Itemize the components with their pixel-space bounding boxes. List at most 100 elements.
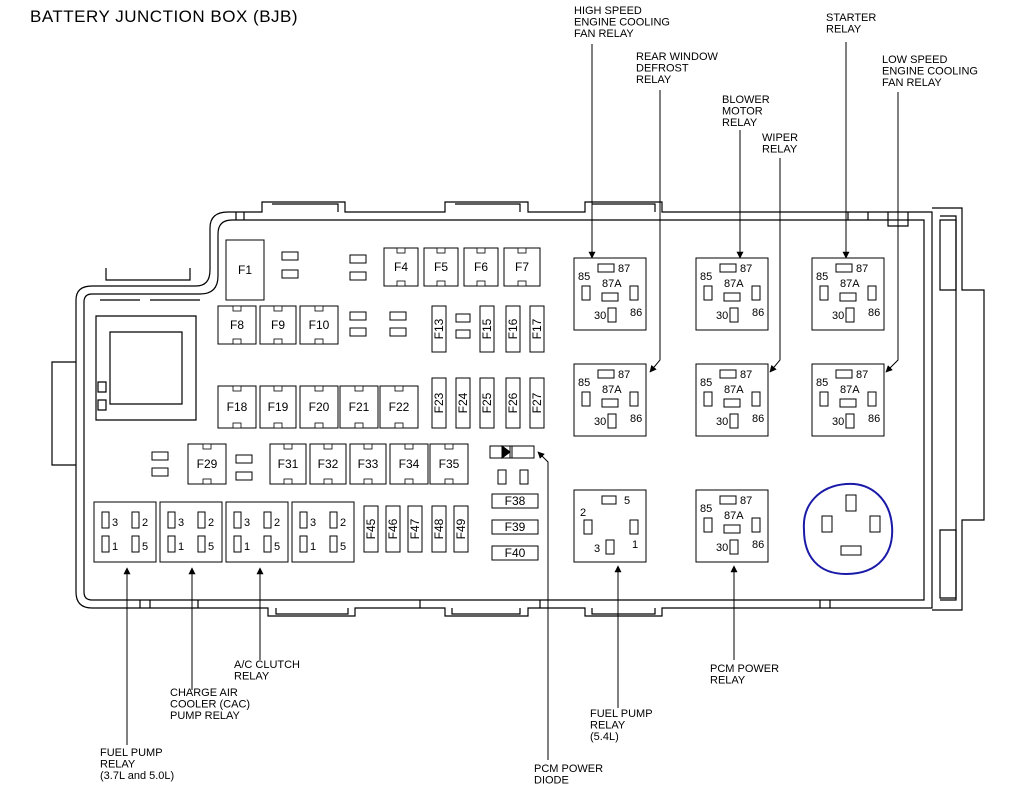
pin-label: 87A [840,384,860,396]
fuse-label: F21 [349,400,370,414]
callout-text: REAR WINDOW [636,51,719,63]
fuse-f8: F8 [217,305,257,345]
fuse-f31: F31 [269,443,307,485]
fuse-label: F6 [474,260,488,274]
fuse-f39: F39 [491,519,539,535]
fuse-label: F38 [505,494,526,508]
fuse-label: F49 [454,518,468,539]
fuse-f17: F17 [529,305,545,353]
fuse-f24: F24 [455,377,471,429]
pin-label: 87 [618,263,630,275]
fuse-f33: F33 [349,443,387,485]
callout-text: HIGH SPEED [574,5,642,17]
fuse-f38: F38 [491,493,539,509]
fuse-f16: F16 [505,305,521,353]
fuse-label: F8 [230,318,244,332]
fuse-label: F24 [456,392,470,413]
callout-text: RELAY [636,74,672,86]
callout-text: RELAY [826,24,862,36]
fuse-label: F40 [505,546,526,560]
pin-label: 2 [340,517,346,529]
fuse-f18: F18 [217,385,257,429]
fuse-label: F13 [432,318,446,339]
open-relay-socket [821,494,881,556]
pin-label: 2 [208,517,214,529]
pin-label: 3 [178,517,184,529]
callout-text: PCM POWER [534,763,603,775]
small-terminals [151,251,529,485]
fuse-label: F10 [309,318,330,332]
fuse-label: F16 [506,318,520,339]
pin-label: 30 [594,310,606,322]
pin-label: 85 [700,271,712,283]
pin-label: 1 [178,541,184,553]
pin-label: 86 [752,539,764,551]
callout-text: A/C CLUTCH [234,659,300,671]
pin-label: 86 [752,307,764,319]
fuse-f48: F48 [431,505,447,553]
fuse-label: F17 [530,318,544,339]
callout-text: FUEL PUMP [590,708,653,720]
fuse-label: F35 [439,457,460,471]
callout-text: (5.4L) [590,731,619,743]
pin-label: 86 [868,307,880,319]
fuse-label: F32 [318,457,339,471]
pin-label: 30 [594,416,606,428]
pin-label: 85 [700,503,712,515]
callout-text: FUEL PUMP [100,747,163,759]
fuse-f10: F10 [299,305,339,345]
pin-label: 87A [602,278,622,290]
fuse-label: F22 [389,400,410,414]
fuse-f7: F7 [503,247,541,287]
pin-label: 87A [840,278,860,290]
fuse-f22: F22 [379,385,419,429]
pin-label: 3 [310,517,316,529]
fuse-label: F18 [227,400,248,414]
pin-label: 3 [112,517,118,529]
fuse-label: F39 [505,520,526,534]
callout-text: WIPER [762,132,798,144]
pin-label: 87 [740,369,752,381]
callout-text: PUMP RELAY [170,710,241,722]
fuse-f23: F23 [431,377,447,429]
callout-text: RELAY [234,671,270,683]
fuse-label: F20 [309,400,330,414]
pin-label: 86 [630,413,642,425]
pin-label: 2 [274,517,280,529]
callout-text: ENGINE COOLING [574,17,670,29]
fuse-f21: F21 [339,385,379,429]
fuse-f46: F46 [385,505,401,553]
pin-label: 85 [578,271,590,283]
fuse-f26: F26 [505,377,521,429]
callout-text: ENGINE COOLING [882,66,978,78]
fuse-f32: F32 [309,443,347,485]
relay-cac-pump: 3 2 1 5 [159,501,223,563]
pin-label: 5 [208,541,214,553]
pin-label: 5 [624,495,630,507]
fuse-label: F15 [480,318,494,339]
pin-label: 5 [340,541,346,553]
pin-label: 86 [868,413,880,425]
fuse-f20: F20 [299,385,339,429]
pin-label: 87 [740,263,752,275]
pin-label: 30 [716,310,728,322]
highlight-circle [802,482,894,576]
callout-text: FAN RELAY [882,77,942,89]
fuse-label: F33 [358,457,379,471]
fuse-label: F29 [197,457,218,471]
fuse-f9: F9 [259,305,297,345]
callout-text: RELAY [762,144,798,156]
